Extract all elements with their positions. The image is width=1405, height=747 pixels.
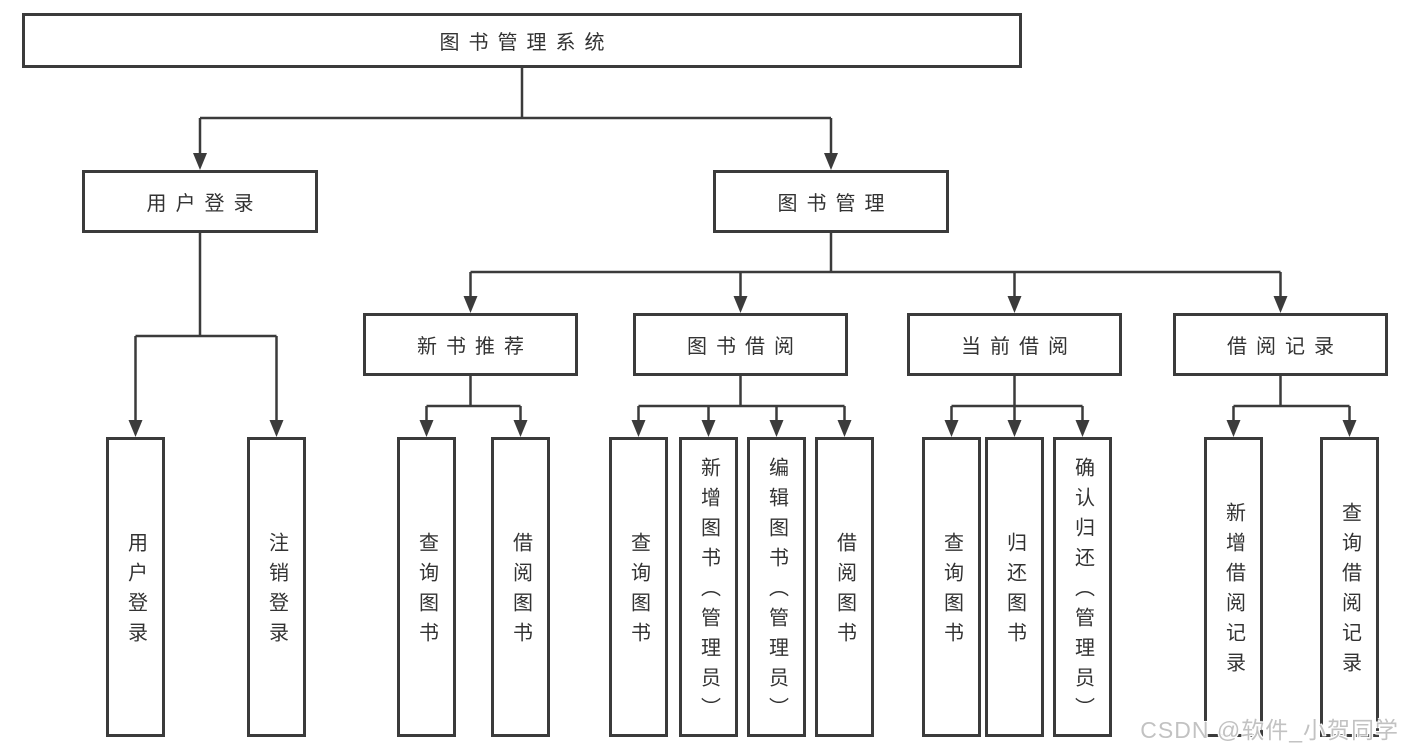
arrow-down-icon: [1075, 420, 1090, 437]
csdn-watermark: CSDN @软件_小贺同学: [1140, 717, 1399, 743]
arrow-down-icon: [701, 420, 716, 437]
arrow-down-icon: [513, 420, 528, 437]
leaf-borrow-books-recommend: 借阅图书: [491, 437, 550, 737]
connector-root-to-level2: [198, 68, 833, 155]
node-label: 新增借阅记录: [1222, 502, 1245, 682]
connector-userlogin-to-leaves: [134, 233, 278, 422]
node-label: 查询图书: [415, 532, 438, 652]
node-label: 借阅记录: [1227, 336, 1343, 358]
node-new-book-recommend: 新书推荐: [363, 313, 578, 376]
node-label: 编辑图书（管理员）: [765, 457, 788, 727]
leaf-confirm-return-admin: 确认归还（管理员）: [1053, 437, 1112, 737]
node-book-management: 图书管理: [713, 170, 949, 233]
arrow-down-icon: [1007, 296, 1022, 313]
node-label: 注销登录: [265, 532, 288, 652]
leaf-add-book-admin: 新增图书（管理员）: [679, 437, 738, 737]
arrow-down-icon: [1342, 420, 1357, 437]
node-root-system: 图书管理系统: [22, 13, 1022, 68]
arrow-down-icon: [269, 420, 284, 437]
node-label: 查询借阅记录: [1338, 502, 1361, 682]
node-label: 归还图书: [1003, 532, 1026, 652]
node-label: 图书管理: [777, 193, 894, 215]
leaf-edit-book-admin: 编辑图书（管理员）: [747, 437, 806, 737]
connector-borrowrecords-to-leaves: [1232, 376, 1351, 422]
node-label: 用户登录: [124, 532, 147, 652]
arrow-down-icon: [1007, 420, 1022, 437]
arrow-down-icon: [944, 420, 959, 437]
node-label: 确认归还（管理员）: [1071, 457, 1094, 727]
node-label: 新书推荐: [417, 336, 533, 358]
arrow-down-icon: [769, 420, 784, 437]
arrow-down-icon: [733, 296, 748, 313]
leaf-logout: 注销登录: [247, 437, 306, 737]
connector-bookmgmt-to-level3: [469, 233, 1282, 298]
node-borrow-records: 借阅记录: [1173, 313, 1388, 376]
node-current-borrow: 当前借阅: [907, 313, 1122, 376]
node-book-borrow: 图书借阅: [633, 313, 848, 376]
leaf-add-borrow-record: 新增借阅记录: [1204, 437, 1263, 737]
node-label: 用户登录: [146, 193, 263, 215]
connector-newbook-to-leaves: [425, 376, 522, 422]
node-label: 查询图书: [940, 532, 963, 652]
leaf-query-borrow-record: 查询借阅记录: [1320, 437, 1379, 737]
connector-currentborrow-to-leaves: [950, 376, 1084, 422]
arrow-down-icon: [128, 420, 143, 437]
arrow-down-icon: [419, 420, 434, 437]
node-label: 新增图书（管理员）: [697, 457, 720, 727]
arrow-down-icon: [193, 153, 207, 170]
connector-bookborrow-to-leaves: [637, 376, 846, 422]
node-label: 查询图书: [627, 532, 650, 652]
node-label: 图书借阅: [687, 336, 803, 358]
node-user-login: 用户登录: [82, 170, 318, 233]
arrow-down-icon: [824, 153, 838, 170]
leaf-query-books-recommend: 查询图书: [397, 437, 456, 737]
leaf-query-books-borrow: 查询图书: [609, 437, 668, 737]
node-label: 当前借阅: [961, 336, 1077, 358]
node-label: 借阅图书: [833, 532, 856, 652]
leaf-query-books-current: 查询图书: [922, 437, 981, 737]
arrow-down-icon: [463, 296, 478, 313]
arrow-down-icon: [1226, 420, 1241, 437]
leaf-return-book: 归还图书: [985, 437, 1044, 737]
leaf-borrow-books: 借阅图书: [815, 437, 874, 737]
node-label: 借阅图书: [509, 532, 532, 652]
arrow-down-icon: [631, 420, 646, 437]
arrow-down-icon: [1273, 296, 1288, 313]
arrow-down-icon: [837, 420, 852, 437]
leaf-user-login: 用户登录: [106, 437, 165, 737]
node-label: 图书管理系统: [439, 32, 614, 54]
